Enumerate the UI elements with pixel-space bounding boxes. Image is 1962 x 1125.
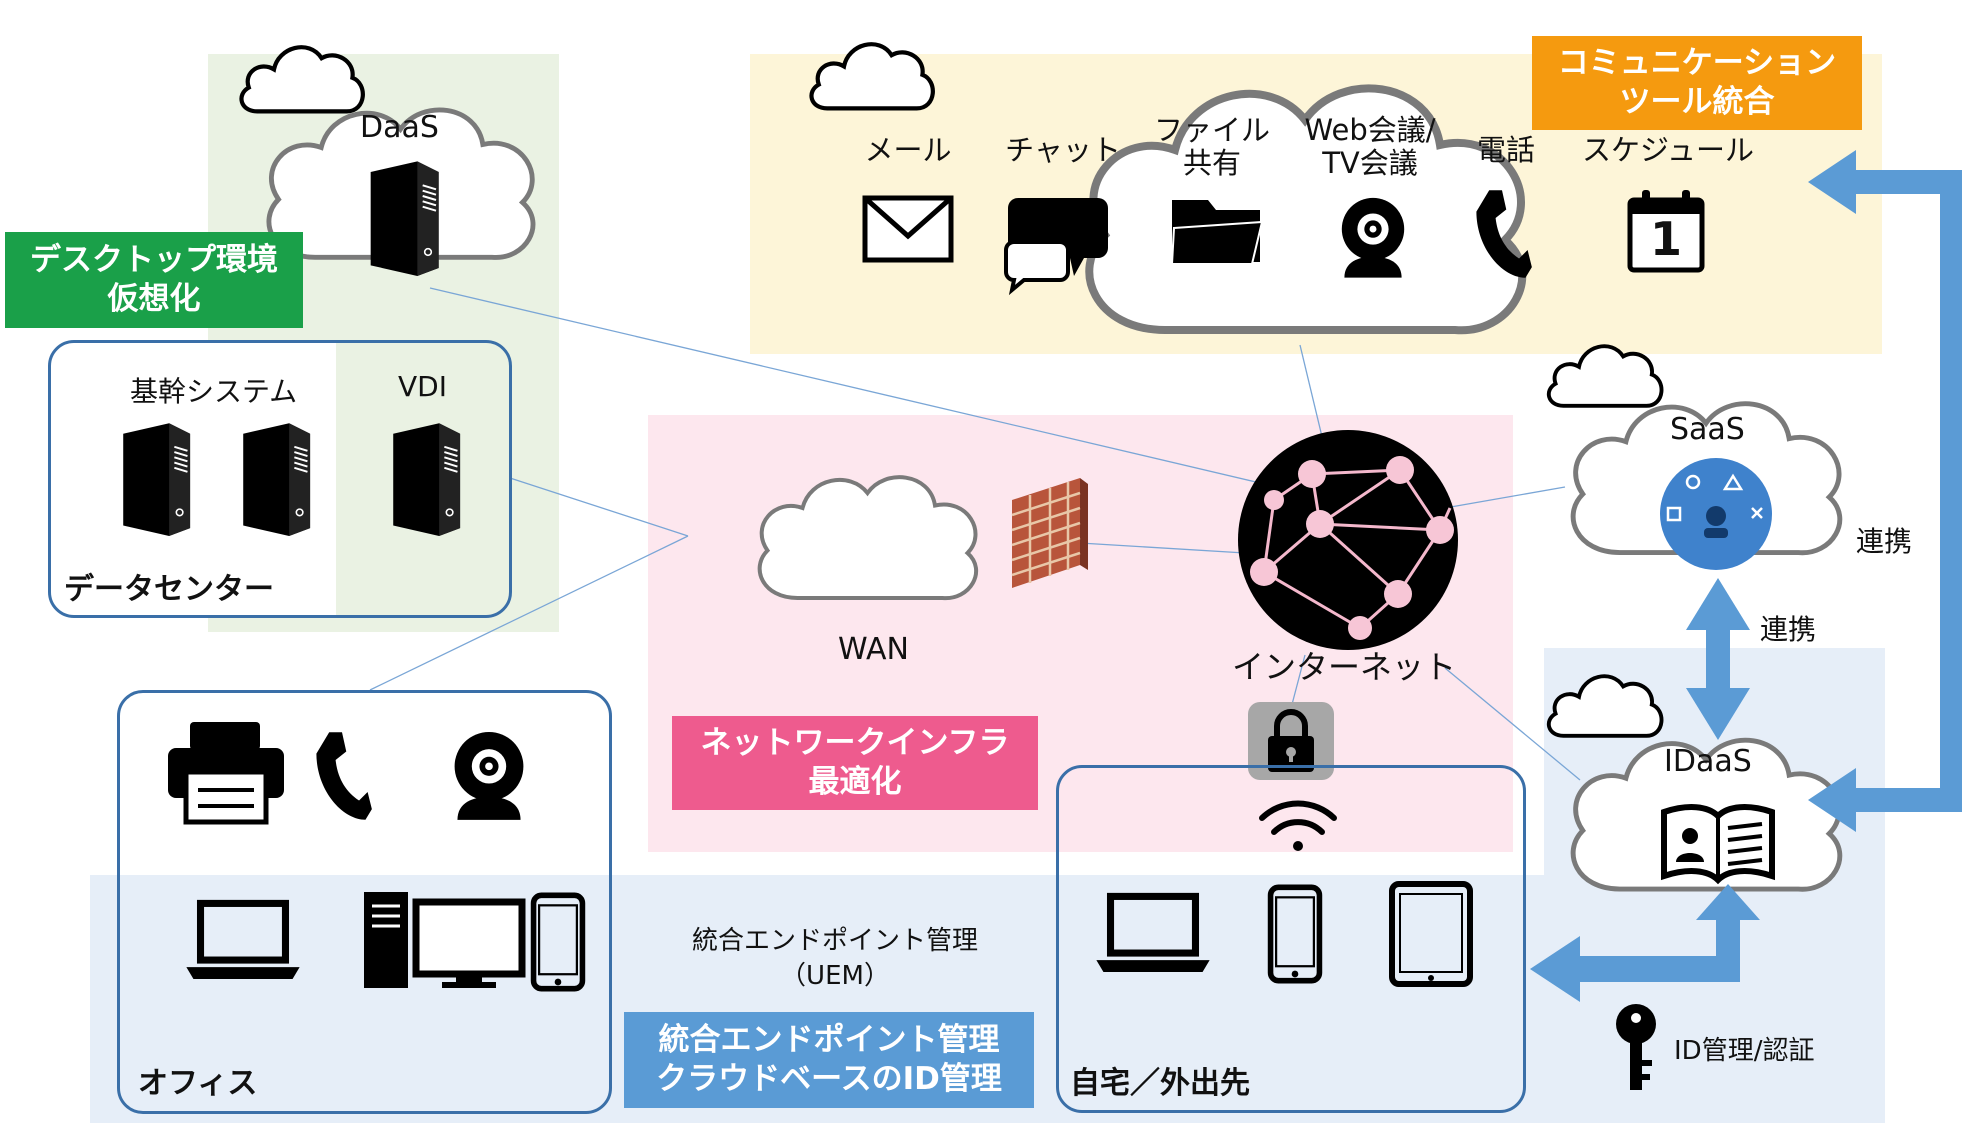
tablet-icon xyxy=(1389,881,1473,987)
tag-comm-line2: ツール統合 xyxy=(1619,84,1775,120)
wan-label: WAN xyxy=(838,632,909,667)
link-label-right: 連携 xyxy=(1856,525,1913,558)
tag-network-line2: 最適化 xyxy=(808,764,902,800)
id-card-icon xyxy=(1661,804,1775,885)
printer-icon xyxy=(168,722,284,825)
tag-comm-line1: コミュニケーション xyxy=(1557,45,1837,82)
home-title: 自宅／外出先 xyxy=(1070,1066,1250,1101)
office-title: オフィス xyxy=(138,1066,258,1101)
home-box xyxy=(1056,765,1526,1113)
tool-label-file-line2: 共有 xyxy=(1182,146,1241,181)
tag-network-line1: ネットワークインフラ xyxy=(700,725,1010,762)
datacenter-title: データセンター xyxy=(64,572,274,607)
idaas-label: IDaaS xyxy=(1664,744,1752,779)
internet-label: インターネット xyxy=(1232,648,1457,686)
tool-label-schedule-line1: スケジュール xyxy=(1582,133,1754,167)
folder-icon xyxy=(1170,200,1264,265)
saas-label: SaaS xyxy=(1670,412,1745,447)
tag-comm-integration: コミュニケーション ツール統合 xyxy=(1532,36,1862,130)
firewall-icon xyxy=(1011,478,1088,588)
core-systems-label: 基幹システム xyxy=(130,375,298,408)
tool-label-web-conf: Web会議/ TV会議 xyxy=(1290,113,1450,181)
tool-label-chat-line1: チャット xyxy=(1005,133,1121,167)
calendar-day: 1 xyxy=(1650,212,1683,266)
tool-label-phone: 電話 xyxy=(1456,133,1556,167)
uem-label: 統合エンドポイント管理 （UEM） xyxy=(670,924,1000,994)
link-label-middle: 連携 xyxy=(1760,613,1817,646)
tool-label-phone-line1: 電話 xyxy=(1476,133,1535,167)
tool-label-mail: メール xyxy=(846,133,970,167)
webcam-icon xyxy=(1341,197,1405,278)
tool-label-web-line1: Web会議/ xyxy=(1304,113,1436,147)
saas-service-icon xyxy=(1660,458,1772,570)
key-icon xyxy=(1616,1004,1656,1090)
uem-label-line2: （UEM） xyxy=(780,961,890,992)
tag-endpoint-line2: クラウドベースのID管理 xyxy=(656,1061,1002,1097)
tool-label-schedule: スケジュール xyxy=(1568,133,1768,167)
id-mgmt-label: ID管理/認証 xyxy=(1674,1036,1815,1066)
tool-label-mail-line1: メール xyxy=(864,133,952,167)
wifi-icon xyxy=(1259,800,1337,851)
chat-icon xyxy=(1004,198,1108,296)
tool-label-web-line2: TV会議 xyxy=(1322,146,1418,181)
link-arrows xyxy=(1530,150,1962,1002)
tool-label-file-share: ファイル 共有 xyxy=(1142,113,1282,181)
datacenter-box xyxy=(48,340,512,618)
tool-label-file-line1: ファイル xyxy=(1153,113,1270,147)
daas-label: DaaS xyxy=(360,110,439,145)
tag-desktop-line2: 仮想化 xyxy=(107,281,201,317)
uem-label-line1: 統合エンドポイント管理 xyxy=(691,926,978,956)
lock-icon xyxy=(1248,702,1334,780)
tag-network-optimization: ネットワークインフラ 最適化 xyxy=(672,716,1038,810)
mail-icon xyxy=(862,195,954,263)
tag-endpoint-line1: 統合エンドポイント管理 xyxy=(658,1022,1000,1059)
internet-globe-icon xyxy=(1238,430,1458,650)
vdi-label: VDI xyxy=(398,370,447,403)
tag-desktop-virtualization: デスクトップ環境 仮想化 xyxy=(5,232,303,328)
office-box xyxy=(117,690,612,1114)
tool-label-chat: チャット xyxy=(998,133,1128,167)
tag-desktop-line1: デスクトップ環境 xyxy=(30,242,278,279)
desktop-pc-icon xyxy=(364,892,526,988)
calendar-icon xyxy=(1627,190,1705,273)
tag-endpoint-id: 統合エンドポイント管理 クラウドベースのID管理 xyxy=(624,1012,1034,1108)
